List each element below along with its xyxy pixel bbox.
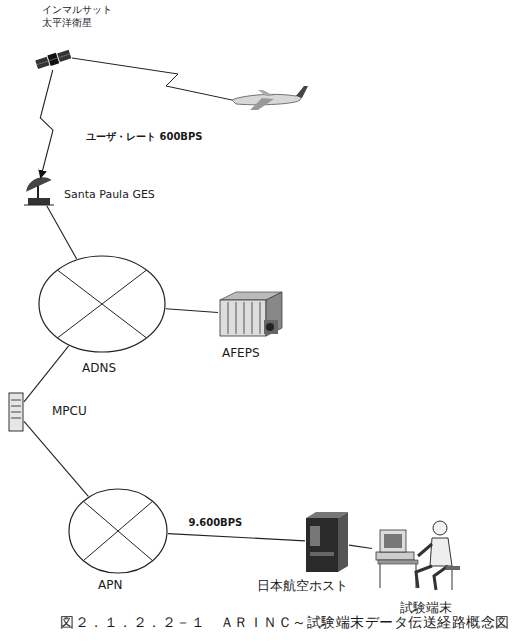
host-computer-icon bbox=[306, 512, 348, 572]
dish-antenna-icon bbox=[23, 173, 54, 205]
connector-line bbox=[24, 346, 69, 402]
edge-label: 9.600BPS bbox=[188, 517, 242, 530]
node-label: AFEPS bbox=[222, 346, 260, 361]
connector-line bbox=[47, 206, 77, 259]
radio-link bbox=[72, 58, 232, 100]
node-label: 試験端末 bbox=[400, 600, 452, 616]
connector-line bbox=[24, 421, 88, 496]
terminal-node: 試験端末 bbox=[372, 520, 464, 590]
ellipse-outline bbox=[38, 255, 166, 353]
server-rack-icon bbox=[220, 292, 282, 336]
network-cloud: ADNS bbox=[38, 255, 166, 353]
connector-line bbox=[166, 309, 218, 313]
unit-node: MPCU bbox=[8, 392, 24, 432]
network-cloud: APN bbox=[68, 488, 168, 574]
terminal-operator-icon bbox=[376, 521, 460, 590]
server-node: AFEPS bbox=[218, 292, 284, 338]
node-label: 日本航空ホスト bbox=[257, 578, 348, 594]
connector-line bbox=[168, 534, 305, 541]
ellipse-outline bbox=[68, 488, 168, 574]
satellite-node: インマルサット 太平洋衛星 bbox=[36, 48, 72, 70]
figure-caption: 図２．１．２．２－１ ＡＲＩＮＣ～試験端末データ伝送経路概念図 bbox=[60, 614, 510, 632]
node-label: Santa Paula GES bbox=[64, 188, 155, 202]
processor-unit-icon bbox=[9, 393, 23, 431]
node-label: ADNS bbox=[82, 361, 116, 376]
host-node: 日本航空ホスト bbox=[305, 512, 349, 572]
connector-line bbox=[349, 545, 372, 548]
connector-line bbox=[40, 70, 53, 178]
ground-station-node: Santa Paula GES bbox=[22, 178, 56, 206]
node-label: MPCU bbox=[52, 404, 87, 419]
satellite-icon bbox=[35, 49, 72, 70]
airplane-icon bbox=[232, 86, 308, 110]
node-label: APN bbox=[98, 578, 122, 593]
rate-label: ユーザ・レート 600BPS bbox=[86, 130, 203, 144]
node-label: インマルサット 太平洋衛星 bbox=[42, 4, 124, 29]
